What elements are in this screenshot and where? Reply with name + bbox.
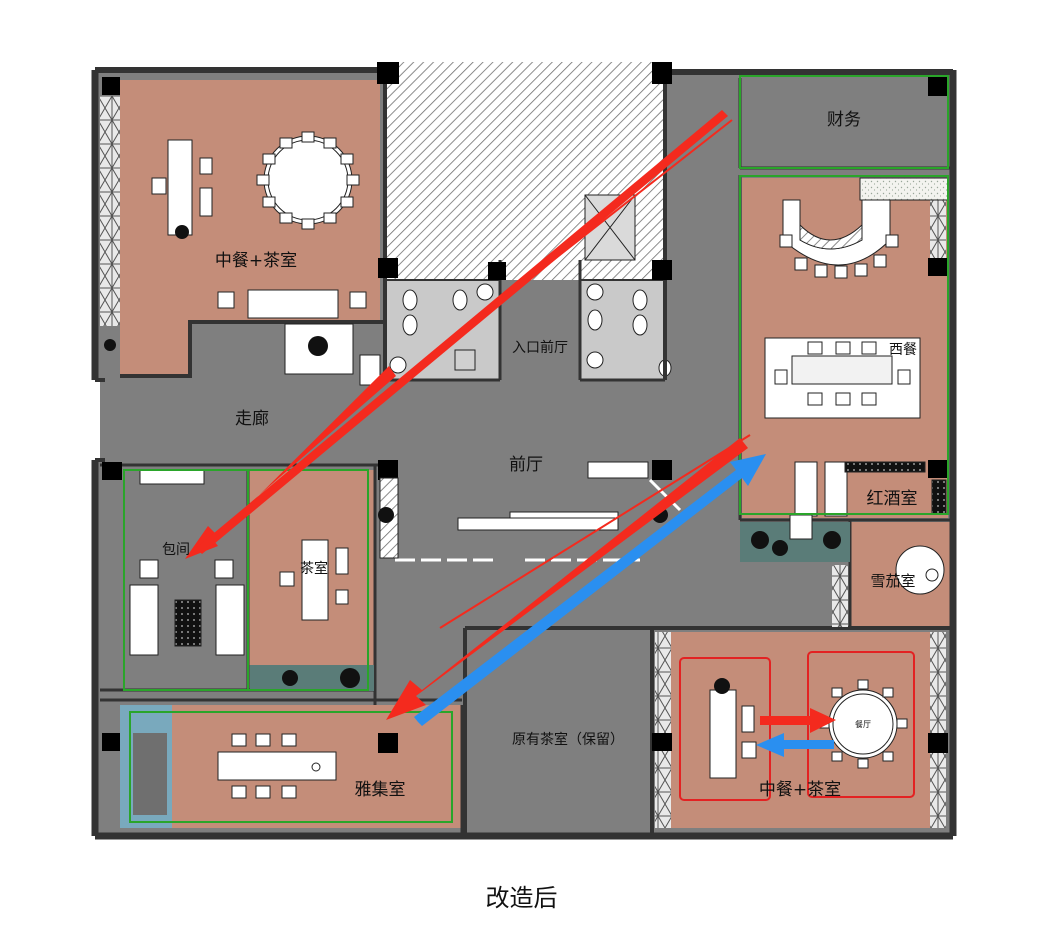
label-lobby: 前厅: [509, 455, 543, 475]
nw-dining-furniture: [151, 135, 367, 375]
walls: [91, 62, 957, 840]
label-western-dining: 西餐: [889, 342, 917, 358]
label-wine-room: 红酒室: [867, 489, 918, 509]
tea-room-furniture: [279, 539, 349, 621]
western-dining-chairs: [774, 234, 911, 406]
label-private-room: 包间: [162, 542, 190, 558]
label-cigar-room: 雪茄室: [870, 572, 915, 590]
label-dining-hall: 餐厅: [855, 720, 871, 729]
label-corridor: 走廊: [235, 409, 269, 429]
label-finance: 财务: [827, 110, 861, 130]
label-entrance-hall: 入口前厅: [512, 339, 568, 356]
label-original-tea-room: 原有茶室（保留）: [512, 731, 624, 748]
label-tea-room: 茶室: [300, 560, 328, 577]
gathering-room-furniture: [217, 733, 337, 799]
private-room-furniture: [129, 469, 245, 656]
blue-arrow-to-western-dining: [414, 454, 766, 726]
label-nw-dining: 中餐+茶室: [215, 251, 297, 271]
nw-dining-chairs: [256, 131, 360, 230]
blue-arrow-se-dining: [756, 733, 834, 757]
circulation-arrows: [185, 110, 836, 757]
red-arrow-se-dining: [760, 708, 836, 733]
plant-icon: [104, 225, 668, 523]
red-arrow-to-private-room: [185, 366, 396, 559]
restroom-fixtures: [359, 283, 672, 386]
cigar-furniture: [895, 545, 945, 595]
label-se-dining: 中餐+茶室: [759, 780, 841, 800]
zone-outlines-green: [123, 75, 949, 823]
red-arrow-to-gathering-room: [386, 438, 748, 720]
structural-columns: [102, 62, 948, 753]
caption: 改造后: [485, 884, 558, 912]
label-gathering-room: 雅集室: [355, 780, 406, 800]
